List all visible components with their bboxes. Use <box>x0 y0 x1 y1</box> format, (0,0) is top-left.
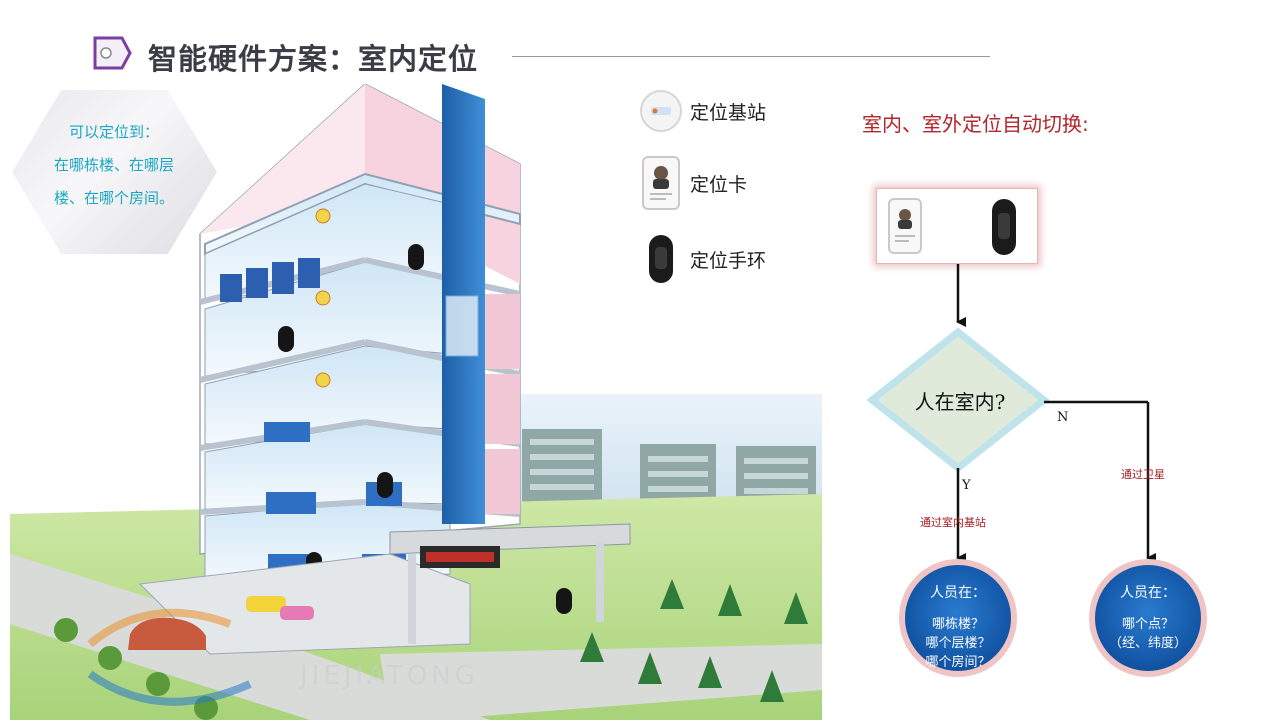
callout-hexagon <box>12 90 217 254</box>
legend-label: 定位卡 <box>690 173 748 196</box>
legend-item-base-station: 定位基站 <box>636 86 766 136</box>
title-bar: 智能硬件方案：室内定位 <box>92 34 992 76</box>
result-line: （经、纬度） <box>1108 636 1187 651</box>
legend-item-id-card: 定位卡 <box>636 156 748 210</box>
indoor-result-text: 人员在： 哪栋楼？ 哪个层楼？ 哪个房间？ <box>908 584 1008 672</box>
yes-label: Y <box>962 478 971 493</box>
flow-title: 室内、室外定位自动切换: <box>862 112 1089 136</box>
ceiling-lights <box>315 208 331 388</box>
callout-line: 可以定位到： <box>68 123 159 141</box>
result-head: 人员在： <box>1120 585 1176 601</box>
outdoor-result-text: 人员在： 哪个点？ （经、纬度） <box>1098 584 1198 653</box>
flowchart <box>866 264 1207 677</box>
watermark-logo: JIEJIATONG <box>87 608 479 706</box>
wristband-icon <box>992 199 1016 255</box>
decision-label: 人在室内? <box>914 390 1006 414</box>
title-badge-icon <box>93 36 132 70</box>
page-title: 智能硬件方案：室内定位 <box>148 42 479 76</box>
result-line: 哪栋楼？ <box>931 617 984 632</box>
wristband-icon <box>636 234 686 284</box>
callout-line: 在哪栋楼、在哪层 <box>53 156 174 174</box>
legend-label: 定位基站 <box>690 101 767 124</box>
result-line: 哪个房间？ <box>925 655 991 670</box>
result-line: 哪个点？ <box>1121 617 1174 632</box>
legend-label: 定位手环 <box>690 249 767 272</box>
callout-text: 可以定位到： 在哪栋楼、在哪层 楼、在哪个房间。 <box>28 116 200 215</box>
edge-label-indoor: 通过室内基站 <box>920 516 986 529</box>
no-label: N <box>1057 410 1069 425</box>
outdoor-result-circle <box>1089 559 1207 677</box>
svg-text:JIEJIATONG: JIEJIATONG <box>298 661 479 691</box>
edge-label-satellite: 通过卫星 <box>1121 468 1165 481</box>
legend-item-wristband: 定位手环 <box>636 234 766 284</box>
trees <box>54 579 808 720</box>
id-card-icon <box>888 198 922 254</box>
indoor-result-circle <box>899 559 1017 677</box>
building-illustration: JIEJIATONG <box>10 84 822 720</box>
base-station-icon <box>636 86 686 136</box>
result-head: 人员在： <box>930 585 986 601</box>
id-card-icon <box>636 156 686 210</box>
pink-walls <box>480 294 520 514</box>
result-line: 哪个层楼？ <box>925 636 991 651</box>
callout-line: 楼、在哪个房间。 <box>53 189 174 207</box>
servers <box>220 258 320 302</box>
title-divider <box>512 56 990 57</box>
device-box <box>876 188 1038 264</box>
